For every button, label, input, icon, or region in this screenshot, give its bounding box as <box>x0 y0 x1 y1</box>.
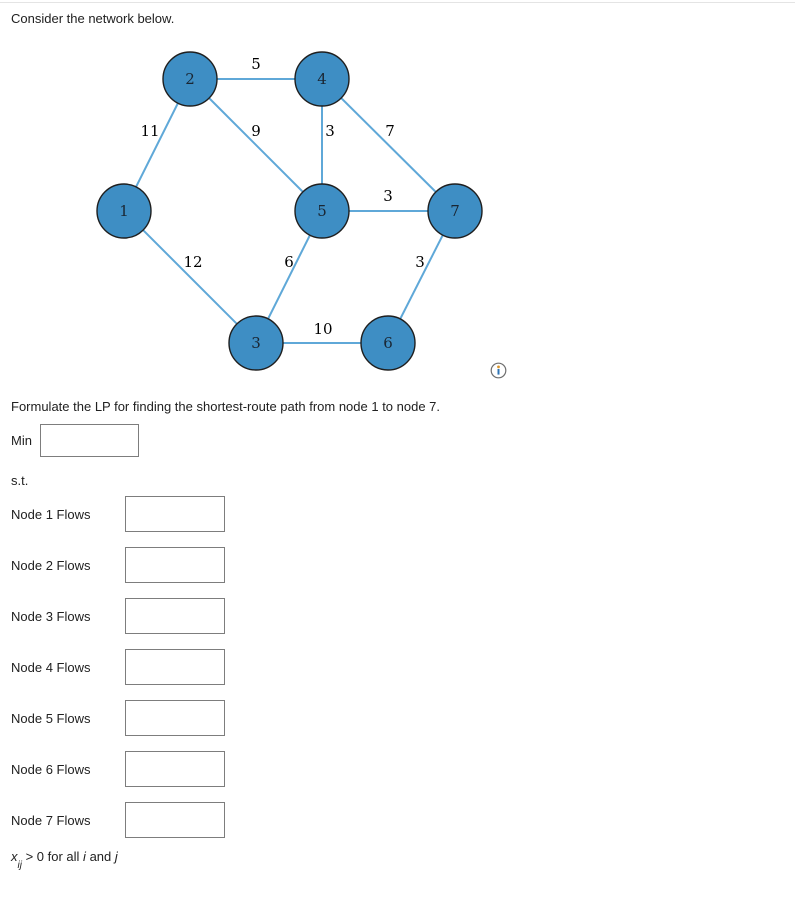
node-label-2: 2 <box>185 70 195 88</box>
edge-weight-6-7: 3 <box>415 253 425 271</box>
node-5 <box>294 183 350 239</box>
node-6-flows-input[interactable] <box>125 751 225 787</box>
page-title: Consider the network below. <box>11 11 175 26</box>
node-label-7: 7 <box>450 202 460 220</box>
info-icon[interactable] <box>490 362 507 379</box>
node-2-flows-input[interactable] <box>125 547 225 583</box>
node-label-4: 4 <box>317 70 327 88</box>
constraint-row: Node 4 Flows <box>11 649 225 685</box>
edge-weight-4-5: 3 <box>325 122 335 140</box>
node-label-1: 1 <box>119 202 129 220</box>
objective-row: Min <box>11 424 139 457</box>
node-1-flows-input[interactable] <box>125 496 225 532</box>
edge-weight-3-5: 6 <box>284 253 294 271</box>
node-label-5: 5 <box>317 202 327 220</box>
node-6-flows-label: Node 6 Flows <box>11 761 91 777</box>
constraint-row: Node 1 Flows <box>11 496 225 532</box>
min-label: Min <box>11 433 32 448</box>
constraint-row: Node 2 Flows <box>11 547 225 583</box>
node-7-flows-input[interactable] <box>125 802 225 838</box>
node-3-flows-input[interactable] <box>125 598 225 634</box>
node-label-6: 6 <box>383 334 393 352</box>
node-7 <box>427 183 483 239</box>
node-4 <box>294 51 350 107</box>
node-2 <box>162 51 218 107</box>
node-6 <box>360 315 416 371</box>
node-3 <box>228 315 284 371</box>
node-label-3: 3 <box>251 334 261 352</box>
node-3-flows-label: Node 3 Flows <box>11 608 91 624</box>
constraint-row: Node 7 Flows <box>11 802 225 838</box>
top-divider <box>0 2 795 3</box>
question-prompt: Formulate the LP for finding the shortes… <box>11 399 441 414</box>
node-4-flows-input[interactable] <box>125 649 225 685</box>
constraint-row: Node 6 Flows <box>11 751 225 787</box>
node-5-flows-label: Node 5 Flows <box>11 710 91 726</box>
edge-2-5 <box>189 78 323 212</box>
edge-weight-2-4: 5 <box>251 55 261 73</box>
subject-to-label: s.t. <box>11 473 29 488</box>
edge-weight-2-5: 9 <box>251 122 261 140</box>
edge-weight-5-7: 3 <box>383 187 393 205</box>
edge-4-7 <box>321 78 456 212</box>
node-1 <box>96 183 152 239</box>
constraint-row: Node 3 Flows <box>11 598 225 634</box>
constraint-row: Node 5 Flows <box>11 700 225 736</box>
nonnegativity-constraint: xij > 0 for all i and j <box>11 849 118 871</box>
edge-weight-3-6: 10 <box>313 320 332 338</box>
edge-1-3 <box>123 210 257 344</box>
edge-weight-1-3: 12 <box>183 253 202 271</box>
node-5-flows-input[interactable] <box>125 700 225 736</box>
node-7-flows-label: Node 7 Flows <box>11 812 91 828</box>
node-4-flows-label: Node 4 Flows <box>11 659 91 675</box>
edge-weight-4-7: 7 <box>385 122 395 140</box>
node-1-flows-label: Node 1 Flows <box>11 506 91 522</box>
edge-weight-1-2: 11 <box>140 122 159 140</box>
objective-input[interactable] <box>40 424 139 457</box>
node-2-flows-label: Node 2 Flows <box>11 557 91 573</box>
